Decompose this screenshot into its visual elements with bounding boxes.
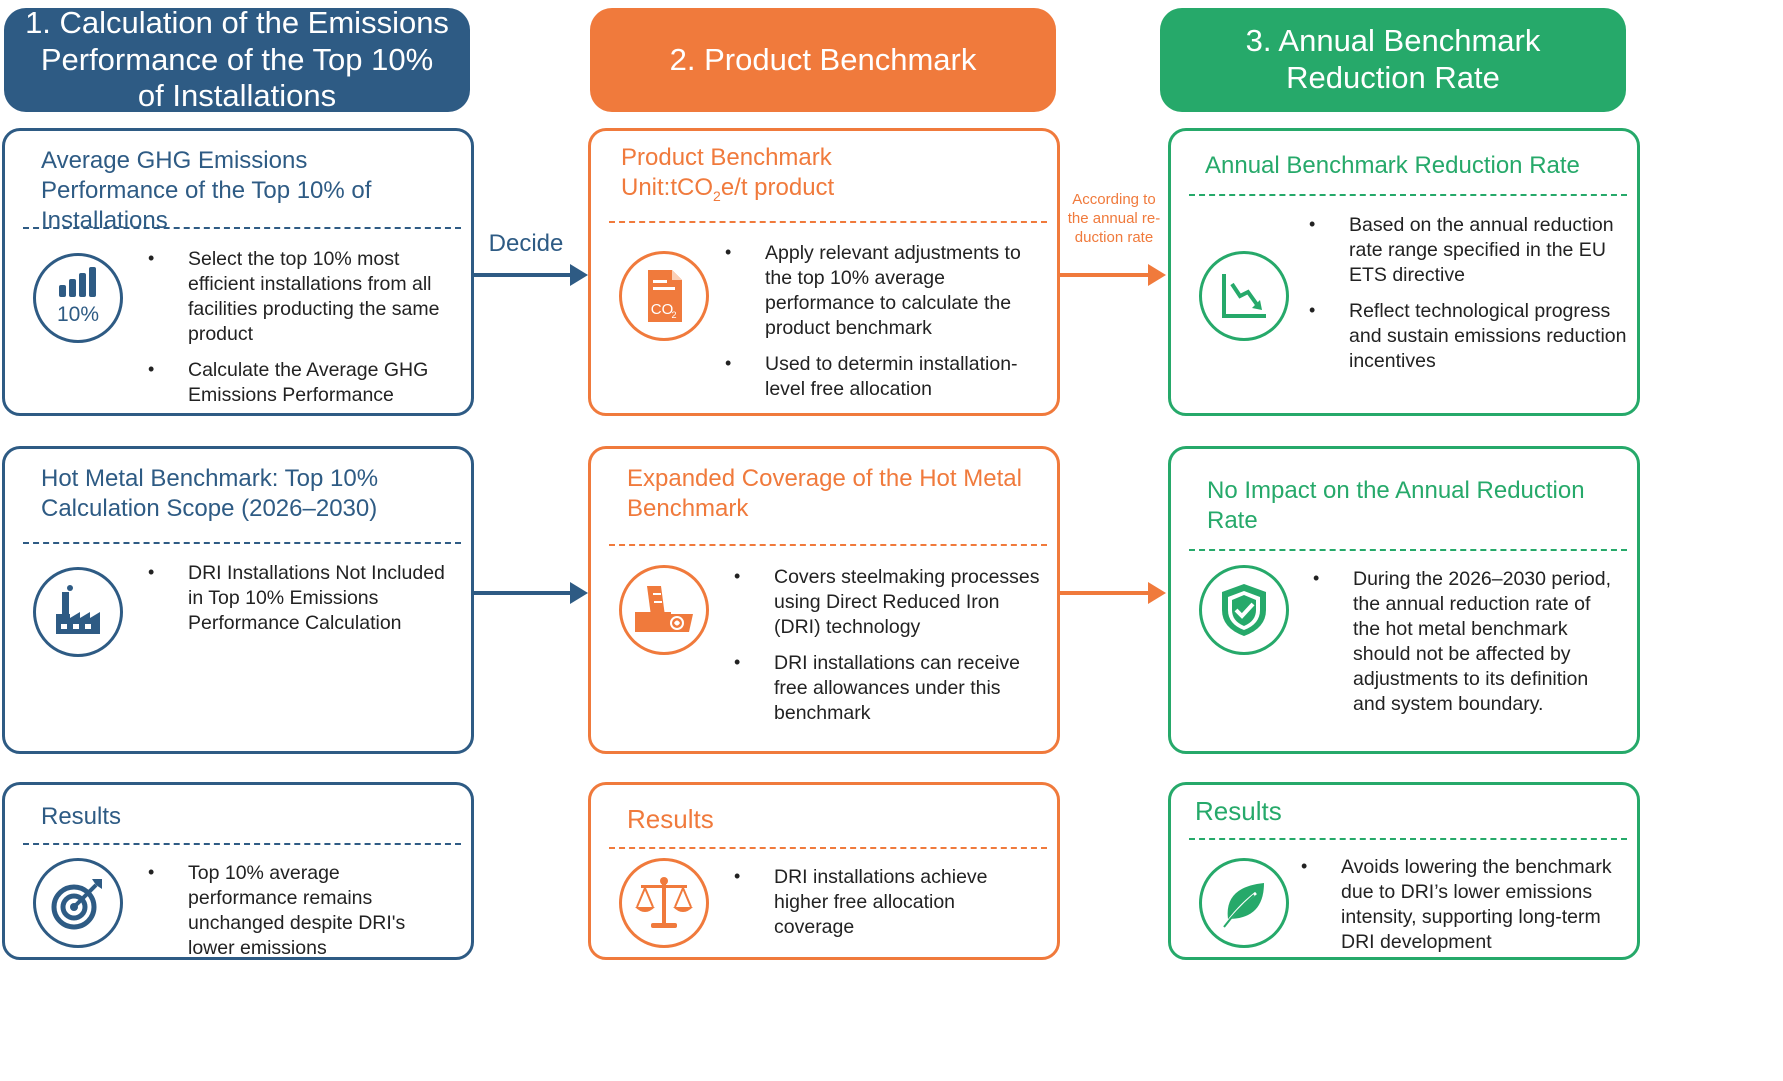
column2-header: 2. Product Benchmark [590,8,1056,112]
divider [1189,549,1627,551]
divider [609,847,1047,849]
list-item: During the 2026–2030 period, the annual … [1313,567,1613,717]
title-line: Product Benchmark [621,144,832,171]
results-box-col3: Results Avoids lowering the benchmark du… [1168,782,1640,960]
top10-average-box: Average GHG Emissions Performance of the… [2,128,474,416]
bullet-list: Apply relevant adjustments to the top 10… [725,241,1045,413]
box-title: Results [41,803,122,830]
icon-percent-label: 10% [57,303,99,326]
list-item: Calculate the Average GHG Emissions Perf… [148,358,448,408]
bullet-list: DRI installations achieve higher free al… [734,865,1034,951]
scope-to-coverage-arrow [474,582,588,604]
column3-header: 3. Annual Benchmark Reduction Rate [1160,8,1626,112]
results-box-col1: Results Top 10% average performance rema… [2,782,474,960]
target-icon [33,858,123,948]
bullet-list: Based on the annual reduction rate range… [1309,213,1629,385]
steel-bars-icon [619,565,709,655]
icon-co2-label: CO [651,301,674,318]
annual-reduction-rate-box: Annual Benchmark Reduction Rate Based on… [1168,128,1640,416]
box-title: No Impact on the Annual Reduction Rate [1207,477,1585,534]
label-line: duction rate [1074,229,1154,246]
list-item: Reflect technological progress and susta… [1309,299,1629,374]
co2-document-icon: CO 2 [619,251,709,341]
bullet-list: Covers steelmaking processes using Direc… [734,565,1044,737]
divider [1189,194,1627,196]
bullet-list: Avoids lowering the benchmark due to DRI… [1301,855,1621,966]
divider [23,542,461,544]
divider [1189,838,1627,840]
balance-scale-icon [619,858,709,948]
label-line: the annual re- [1067,210,1161,227]
box-title: Average GHG Emissions Performance of the… [41,147,372,234]
factory-icon [33,567,123,657]
column1-header: 1. Calculation of the Emissions Performa… [4,5,470,113]
annual-rate-arrow [1060,264,1166,286]
leaf-icon [1199,858,1289,948]
box-title: Expanded Coverage of the Hot Metal Bench… [627,465,1022,522]
icon-co2-sub: 2 [671,310,676,320]
divider [609,221,1047,223]
list-item: DRI Installations Not Included in Top 10… [148,561,448,636]
unit-subscript: 2 [713,187,721,204]
decide-label: Decide [488,230,564,257]
list-item: Apply relevant adjustments to the top 10… [725,241,1045,341]
declining-chart-icon [1199,251,1289,341]
unit-suffix: e/t product [720,174,835,201]
hot-metal-scope-box: Hot Metal Benchmark: Top 10% Calculation… [2,446,474,754]
list-item: Used to determin installation-level free… [725,352,1045,402]
list-item: DRI installations achieve higher free al… [734,865,1034,940]
shield-check-icon [1199,565,1289,655]
box-title: Annual Benchmark Reduction Rate [1205,152,1580,179]
bullet-list: During the 2026–2030 period, the annual … [1313,567,1613,728]
annual-rate-label: According to the annual re- duction rate [1060,190,1168,247]
divider [609,544,1047,546]
list-item: Covers steelmaking processes using Direc… [734,565,1044,640]
product-benchmark-box: Product Benchmark Unit:tCO2e/t product C… [588,128,1060,416]
bullet-list: DRI Installations Not Included in Top 10… [148,561,448,647]
no-impact-box: No Impact on the Annual Reduction Rate D… [1168,446,1640,754]
expanded-coverage-box: Expanded Coverage of the Hot Metal Bench… [588,446,1060,754]
list-item: Based on the annual reduction rate range… [1309,213,1629,288]
unit-prefix: Unit:tCO [621,174,714,201]
box-title: Hot Metal Benchmark: Top 10% Calculation… [41,465,379,522]
box-title: Results [627,804,714,834]
list-item: Top 10% average performance remains unch… [148,861,448,961]
label-line: According to [1072,191,1156,208]
list-item: DRI installations can receive free allow… [734,651,1044,726]
list-item: Select the top 10% most efficient instal… [148,247,448,347]
divider [23,843,461,845]
decide-arrow [474,264,588,286]
bullet-list: Top 10% average performance remains unch… [148,861,448,972]
coverage-to-no-impact-arrow [1060,582,1166,604]
results-box-col2: Results DRI installations achieve higher… [588,782,1060,960]
unit-line: Unit:tCO2e/t product [621,173,1033,205]
list-item: Avoids lowering the benchmark due to DRI… [1301,855,1621,955]
box-title: Results [1195,796,1282,826]
divider [23,227,461,229]
bar-chart-10-percent-icon: 10% [33,253,123,343]
box-title: Product Benchmark Unit:tCO2e/t product [621,143,1033,205]
bullet-list: Select the top 10% most efficient instal… [148,247,448,419]
